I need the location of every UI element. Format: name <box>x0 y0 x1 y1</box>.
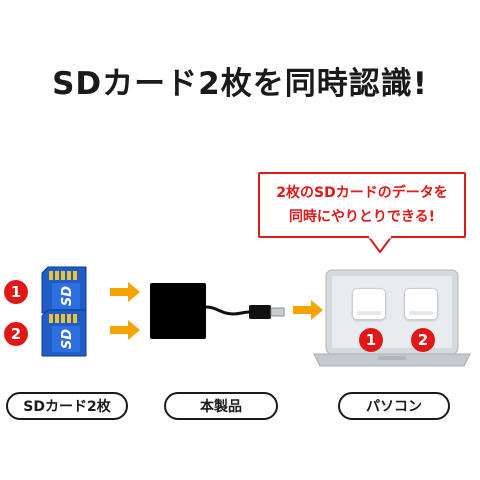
laptop-icon <box>313 269 471 367</box>
marker-1: 1 <box>4 280 28 304</box>
drive-slot-2-icon <box>404 288 438 320</box>
sd-card-icon: SD <box>41 266 87 314</box>
sd-logo-2: SD <box>60 329 75 349</box>
usb-cable-icon <box>205 305 285 319</box>
sd-card-icon: SD <box>41 309 87 357</box>
drive-slot-1-icon <box>352 288 386 320</box>
laptop-marker-2: 2 <box>411 328 435 352</box>
callout-line-1: 2枚のSDカードのデータを <box>276 185 448 201</box>
callout-line-2: 同時にやりとりできる! <box>288 209 436 225</box>
label-product: 本製品 <box>164 392 278 420</box>
callout-tail-icon <box>366 236 394 254</box>
card-reader-icon <box>150 283 206 339</box>
marker-2: 2 <box>4 322 28 346</box>
arrow-right-icon <box>293 300 323 320</box>
label-sd-cards: SDカード2枚 <box>6 392 128 420</box>
sd-logo-1: SD <box>60 286 75 306</box>
callout-bubble: 2枚のSDカードのデータを 同時にやりとりできる! <box>258 172 466 238</box>
laptop-marker-1: 1 <box>359 328 383 352</box>
label-pc: パソコン <box>338 392 450 420</box>
arrow-right-icon <box>110 320 140 340</box>
arrow-right-icon <box>110 282 140 302</box>
headline-title: SDカード2枚を同時認識! <box>52 66 428 102</box>
